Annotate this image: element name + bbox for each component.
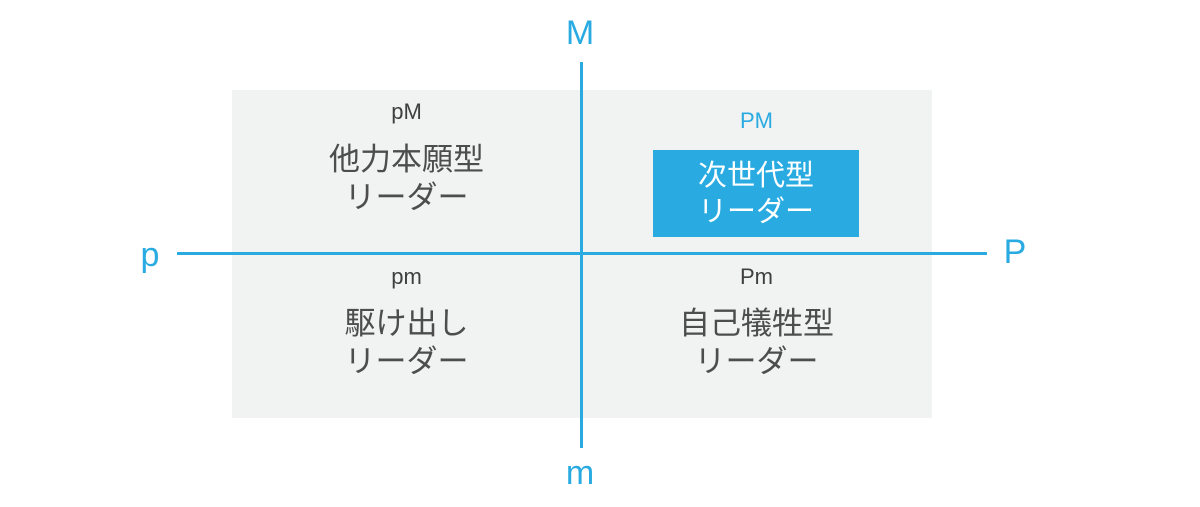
quadrant-PM: PM 次世代型 リーダー: [581, 90, 932, 253]
quadrant-pM: pM 他力本願型 リーダー: [232, 90, 581, 253]
highlight-box: 次世代型 リーダー: [653, 150, 859, 237]
vertical-axis-line: [580, 62, 583, 448]
quadrant-title: 駆け出し リーダー: [232, 305, 581, 381]
quadrant-code-label: Pm: [740, 264, 773, 289]
quadrant-title-line2: リーダー: [344, 180, 469, 215]
quadrant-title-line1: 自己犠牲型: [679, 306, 834, 341]
quadrant-title: 自己犠牲型 リーダー: [581, 305, 932, 381]
quadrant-title-line2: リーダー: [344, 344, 469, 379]
quadrant-title-line2: リーダー: [694, 344, 819, 379]
axis-label-bottom-m: m: [565, 454, 595, 492]
quadrant-title-line1: 次世代型: [697, 159, 814, 192]
quadrant-title-line1: 他力本願型: [329, 142, 484, 177]
quadrant-title: 他力本願型 リーダー: [232, 141, 581, 217]
quadrant-title-line2: リーダー: [697, 195, 814, 228]
quadrant-Pm: Pm 自己犠牲型 リーダー: [581, 253, 932, 418]
quadrant-code-label: PM: [740, 108, 773, 133]
axis-label-top-M: M: [565, 14, 595, 52]
quadrant-title: 次世代型 リーダー: [698, 158, 814, 230]
axis-label-left-p: p: [140, 236, 160, 274]
quadrant-pm: pm 駆け出し リーダー: [232, 253, 581, 418]
horizontal-axis-line: [177, 252, 987, 255]
quadrant-code-label: pM: [391, 99, 422, 124]
axis-label-right-P: P: [1003, 233, 1027, 271]
quadrant-title-line1: 駆け出し: [344, 306, 469, 341]
quadrant-code-label: pm: [391, 264, 422, 289]
